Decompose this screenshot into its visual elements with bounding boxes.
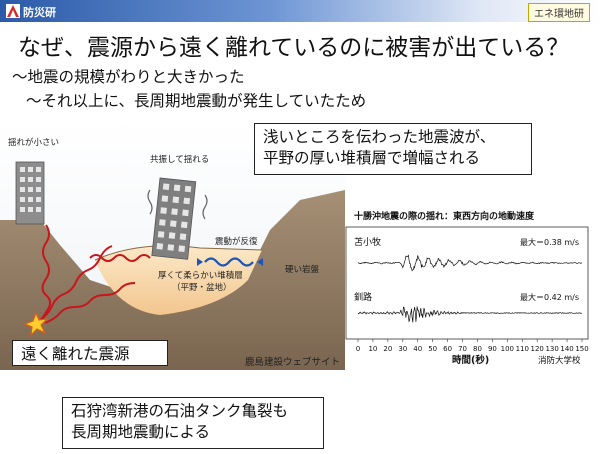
header-bar: 防災研 エネ環地研 xyxy=(0,0,600,22)
x-tick-label: 150 xyxy=(575,345,588,353)
subtitle-1: ～地震の規模がわりと大きかった xyxy=(12,68,245,86)
epicenter-icon xyxy=(23,311,49,337)
x-tick-label: 70 xyxy=(458,345,467,353)
waveform-line xyxy=(357,306,583,323)
label-bedrock: 硬い岩盤 xyxy=(285,264,320,275)
illustration-credit: 鹿島建設ウェブサイト xyxy=(245,357,341,368)
reflected-wave xyxy=(204,257,254,267)
x-tick-label: 90 xyxy=(488,345,497,353)
sediment-layer xyxy=(95,245,262,315)
station-label-1: 苫小牧 xyxy=(354,236,381,248)
station-max-1: 最大＝0.38 m/s xyxy=(520,237,579,247)
x-tick-label: 100 xyxy=(501,345,514,353)
station-label-2: 釧路 xyxy=(354,291,372,303)
lab-name: エネ環地研 xyxy=(528,3,590,22)
trace-tomakomai xyxy=(357,254,583,272)
waveform-line xyxy=(357,254,583,272)
org-name: 防災研 xyxy=(23,6,56,19)
x-tick-label: 60 xyxy=(443,345,452,353)
x-tick-label: 20 xyxy=(383,345,392,353)
seismogram-credit: 消防大学校 xyxy=(538,355,581,366)
resonating-building xyxy=(151,177,197,260)
x-tick-label: 0 xyxy=(356,345,360,353)
seismic-waves xyxy=(37,224,151,326)
x-tick-label: 120 xyxy=(531,345,544,353)
label-reflect: 震動が反復 xyxy=(215,236,258,247)
callout-shallow-line2: 平野の厚い堆積層で増幅される xyxy=(263,148,481,167)
trace-kushiro xyxy=(357,306,583,323)
x-tick-label: 10 xyxy=(368,345,377,353)
label-sediment: 厚くて柔らかい堆積層 xyxy=(158,270,243,281)
x-tick-label: 130 xyxy=(545,345,558,353)
bedrock-ground xyxy=(0,190,345,370)
x-tick-label: 140 xyxy=(560,345,573,353)
seismogram-xlabel: 時間(秒) xyxy=(452,354,489,366)
label-resonance: 共振して揺れる xyxy=(150,154,209,165)
seismogram-title: 十勝沖地震の際の揺れ：東西方向の地動速度 xyxy=(354,210,535,222)
seismogram-figure: 十勝沖地震の際の揺れ：東西方向の地動速度 苫小牧 最大＝0.38 m/s 釧路 … xyxy=(345,210,589,366)
x-tick-label: 50 xyxy=(428,345,437,353)
callout-shallow-waves: 浅いところを伝わった地震波が、 平野の厚い堆積層で増幅される xyxy=(254,123,532,175)
x-tick-label: 110 xyxy=(516,345,529,353)
seismogram-frame xyxy=(345,226,589,340)
org-logo-icon xyxy=(6,4,20,18)
x-tick-label: 40 xyxy=(413,345,422,353)
callout-tank-line1: 石狩湾新港の石油タンク亀裂も xyxy=(71,402,289,420)
x-tick-label: 80 xyxy=(473,345,482,353)
slide-title: なぜ、震源から遠く離れているのに被害が出ている？ xyxy=(18,35,570,61)
label-sediment-sub: （平野・盆地） xyxy=(172,282,232,293)
callout-shallow-line1: 浅いところを伝わった地震波が、 xyxy=(263,128,496,146)
label-small-shake: 揺れが小さい xyxy=(8,137,59,148)
callout-tank-line2: 長周期地震動による xyxy=(71,422,211,441)
station-max-2: 最大＝0.42 m/s xyxy=(520,292,579,302)
subtitle-2: ～それ以上に、長周期地震動が発生していたため xyxy=(26,92,367,110)
callout-tank-damage: 石狩湾新港の石油タンク亀裂も 長周期地震動による xyxy=(62,397,324,449)
x-tick-label: 30 xyxy=(398,345,407,353)
callout-distant-source: 遠く離れた震源 xyxy=(12,340,168,366)
left-building xyxy=(15,161,45,225)
